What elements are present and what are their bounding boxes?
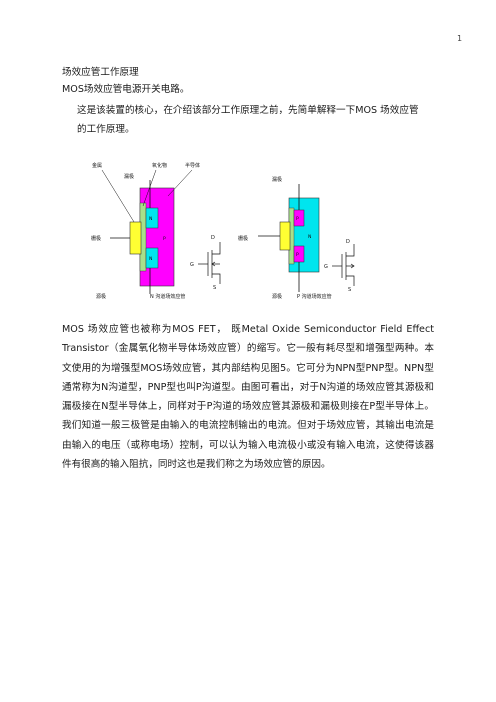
p-label: P [163, 236, 166, 242]
p-gate-label: 栅极 [238, 235, 248, 242]
n-channel-caption: N 沟道场效应管 [150, 293, 185, 300]
source-label: 源极 [96, 293, 106, 300]
oxide-pointer [142, 169, 157, 207]
p-gate-metal [279, 221, 291, 251]
p-source-label: 源极 [272, 293, 282, 300]
mosfet-structure-figure: 金属 氧化物 半导体 漏极 栅极 源极 N P N N 沟道场效应管 D G S [80, 156, 380, 306]
p-top-label: P [296, 216, 299, 222]
p-symbol-d: D [346, 239, 350, 245]
drain-label: 漏极 [124, 173, 134, 180]
gate-metal [129, 221, 142, 255]
metal-label: 金属 [92, 162, 102, 169]
semiconductor-pointer [167, 169, 193, 197]
section-subtitle: MOS场效应管电源开关电路。 [62, 84, 190, 95]
n-symbol-d: D [211, 235, 215, 241]
n-top-label: N [149, 216, 152, 222]
n-region-top [145, 207, 159, 229]
p-bottom-label: P [296, 252, 299, 258]
section-title: 场效应管工作原理 [62, 67, 139, 78]
metal-pointer [101, 169, 135, 223]
n-channel-symbol [198, 242, 221, 284]
semiconductor-label: 半导体 [185, 162, 200, 169]
p-symbol-g: G [324, 264, 328, 270]
oxide-label: 氧化物 [152, 162, 167, 169]
gate-label: 栅极 [91, 235, 101, 242]
p-drain-label: 漏极 [272, 176, 282, 183]
n-region-bottom [145, 247, 159, 269]
body-paragraph: MOS 场效应管也被称为MOS FET， 既Metal Oxide Semico… [62, 324, 434, 471]
n-label: N [308, 234, 311, 240]
n-symbol-g: G [190, 262, 194, 268]
mosfet-diagram: 金属 氧化物 半导体 漏极 栅极 源极 N P N N 沟道场效应管 D G S [91, 162, 355, 300]
p-symbol-s: S [348, 287, 351, 293]
intro-paragraph: 这是该装置的核心，在介绍该部分工作原理之前，先简单解释一下MOS 场效应管的工作… [77, 105, 419, 135]
n-symbol-s: S [213, 285, 216, 291]
n-channel-structure: 金属 氧化物 半导体 漏极 栅极 源极 N P N N 沟道场效应管 [91, 162, 200, 300]
p-channel-structure: 漏极 栅极 源极 P N P P 沟道场效应管 [238, 176, 332, 300]
page-number: 1 [457, 34, 463, 43]
p-channel-symbol [332, 244, 355, 286]
p-channel-caption: P 沟道场效应管 [297, 293, 332, 300]
n-bottom-label: N [149, 256, 152, 262]
